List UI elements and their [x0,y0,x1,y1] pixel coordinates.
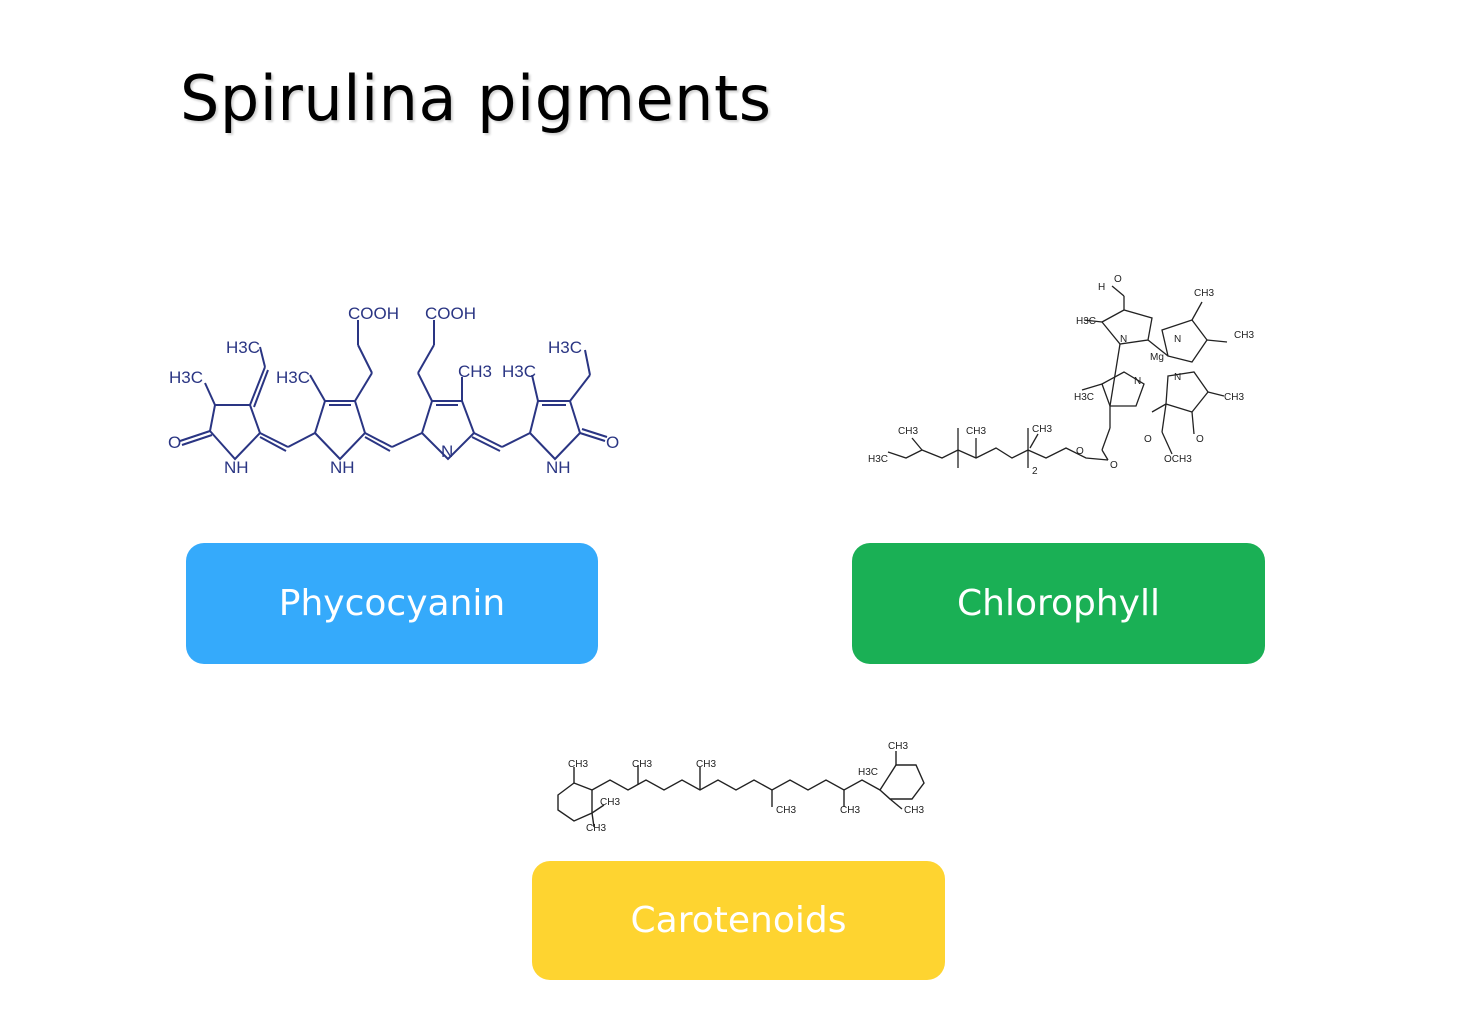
car-ch3-d: CH3 [632,759,652,770]
car-ch3-h: CH3 [888,741,908,752]
chl-ch3-right: CH3 [1234,330,1254,341]
car-ch3-f: CH3 [776,805,796,816]
phyco-cooh-1: COOH [348,304,399,323]
car-ch3-c: CH3 [586,823,606,834]
phyco-h3c-e: H3C [548,338,582,357]
phyco-h3c-a: H3C [226,338,260,357]
phyco-h3c-d: H3C [502,362,536,381]
phyco-cooh-2: COOH [425,304,476,323]
phyco-nh-2: NH [330,458,355,477]
chl-mg: Mg [1150,352,1164,363]
chl-n-2: N [1174,334,1181,345]
phyco-o-2: O [606,433,619,452]
chl-o-tail-1: O [1076,446,1084,457]
car-ch3-a: CH3 [568,759,588,770]
chl-tail-ch3-b: CH3 [966,426,986,437]
chl-tail-ch3-c: CH3 [1032,424,1052,435]
phycocyanin-structure: COOH COOH H3C H3C H3C CH3 H3C H3C O O NH… [168,304,619,477]
phyco-ch3: CH3 [458,362,492,381]
chlorophyll-structure: H O CH3 H3C CH3 Mg N N N N H3C CH3 O O O… [868,274,1254,477]
chl-tail-h3c: H3C [868,454,888,465]
car-ch3-e: CH3 [696,759,716,770]
chl-n-4: N [1174,372,1181,383]
car-ch3-b: CH3 [600,797,620,808]
carotenoids-label: Carotenoids [630,900,847,941]
car-h3c: H3C [858,767,878,778]
chl-h: H [1098,282,1105,293]
phycocyanin-label: Phycocyanin [278,583,506,624]
chl-o-ester: O [1144,434,1152,445]
chl-ch3-top: CH3 [1194,288,1214,299]
phyco-nh-1: NH [224,458,249,477]
chlorophyll-label: Chlorophyll [957,583,1160,624]
phyco-h3c-b: H3C [169,368,203,387]
chl-o-tail-2: O [1110,460,1118,471]
chl-o-keto: O [1196,434,1204,445]
car-ch3-g: CH3 [840,805,860,816]
chl-n-1: N [1120,334,1127,345]
chl-h3c-left: H3C [1076,316,1096,327]
phyco-n: N [441,442,453,461]
chl-h3c-low: H3C [1074,392,1094,403]
chl-tail-ch3-a: CH3 [898,426,918,437]
carotenoids-label-box: Carotenoids [532,861,945,980]
chlorophyll-label-box: Chlorophyll [852,543,1265,664]
slide-title: Spirulina pigments [180,62,772,135]
chl-sub-2: 2 [1032,466,1038,477]
phyco-nh-3: NH [546,458,571,477]
carotenoid-structure: CH3 CH3 CH3 CH3 CH3 CH3 CH3 CH3 CH3 H3C [557,741,925,834]
phyco-h3c-c: H3C [276,368,310,387]
phyco-o-1: O [168,433,181,452]
chl-och3: OCH3 [1164,454,1192,465]
chl-ch3-low: CH3 [1224,392,1244,403]
chl-n-3: N [1134,376,1141,387]
car-ch3-i: CH3 [904,805,924,816]
phycocyanin-label-box: Phycocyanin [186,543,598,664]
chl-o-ald: O [1114,274,1122,285]
